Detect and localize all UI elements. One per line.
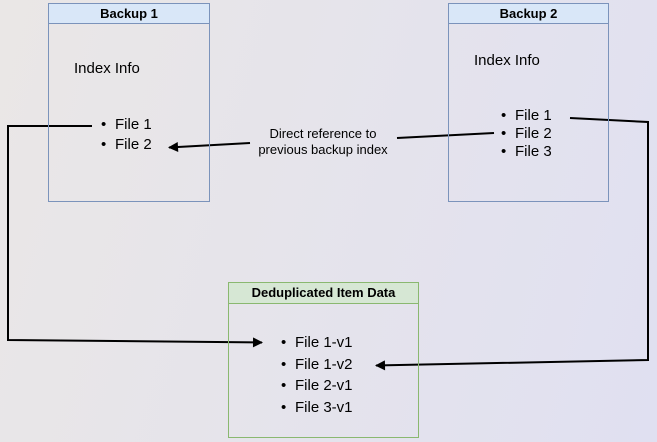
- backup1-box: Backup 1 Index Info File 1 File 2: [48, 3, 210, 202]
- backup2-file-item: File 3: [501, 143, 552, 161]
- dedup-box: Deduplicated Item Data File 1-v1 File 1-…: [228, 282, 419, 438]
- backup2-title: Backup 2: [449, 4, 608, 24]
- annotation-line2: previous backup index: [258, 142, 388, 157]
- dedup-file-list: File 1-v1 File 1-v2 File 2-v1 File 3-v1: [281, 332, 353, 418]
- backup2-index-info-label: Index Info: [474, 52, 540, 69]
- backup1-index-info-label: Index Info: [74, 60, 140, 77]
- backup1-file-list: File 1 File 2: [101, 115, 152, 155]
- annotation-line1: Direct reference to: [269, 126, 377, 141]
- dedup-file-item: File 2-v1: [281, 375, 353, 397]
- direct-reference-annotation: Direct reference to previous backup inde…: [238, 126, 408, 158]
- dedup-title: Deduplicated Item Data: [229, 283, 418, 304]
- backup1-file-item: File 2: [101, 135, 152, 155]
- backup2-file-item: File 2: [501, 125, 552, 143]
- backup1-file-item: File 1: [101, 115, 152, 135]
- backup2-file-item: File 1: [501, 107, 552, 125]
- dedup-file-item: File 3-v1: [281, 397, 353, 419]
- dedup-file-item: File 1-v2: [281, 354, 353, 376]
- backup2-box: Backup 2 Index Info File 1 File 2 File 3: [448, 3, 609, 202]
- backup1-title: Backup 1: [49, 4, 209, 24]
- dedup-file-item: File 1-v1: [281, 332, 353, 354]
- backup2-file-list: File 1 File 2 File 3: [501, 107, 552, 161]
